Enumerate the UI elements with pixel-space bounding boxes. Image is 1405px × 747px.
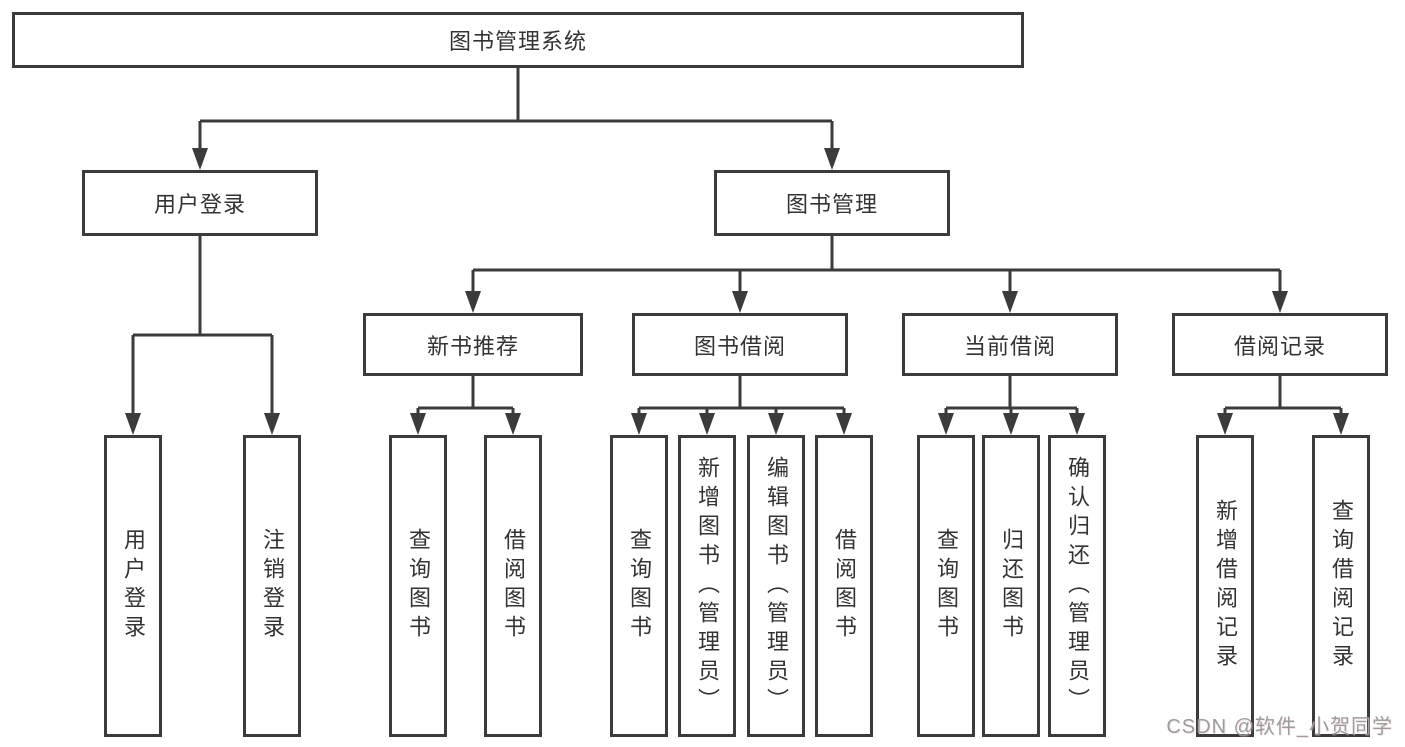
leaf-return-book: 归还图书 (982, 435, 1040, 737)
node-label: 当前借阅 (963, 333, 1056, 359)
leaf-add-book-admin: 新增图书（管理员） (678, 435, 736, 737)
node-current-borrowing: 当前借阅 (902, 313, 1118, 376)
arrowheads (125, 148, 1349, 435)
leaf-label: 查询图书 (934, 528, 959, 644)
leaf-query-books-borrowing: 查询图书 (610, 435, 668, 737)
leaf-borrow-books-recommend: 借阅图书 (484, 435, 542, 737)
leaf-query-books-current: 查询图书 (917, 435, 975, 737)
leaf-borrow-books: 借阅图书 (815, 435, 873, 737)
node-label: 新书推荐 (426, 333, 519, 359)
node-label: 图书管理系统 (448, 29, 587, 54)
node-library-management-system: 图书管理系统 (12, 12, 1024, 68)
leaf-label: 注销登录 (260, 528, 285, 644)
leaf-label: 新增借阅记录 (1213, 499, 1238, 673)
node-label: 借阅记录 (1233, 333, 1326, 359)
leaf-user-login: 用户登录 (104, 435, 162, 737)
node-user-login: 用户登录 (82, 170, 318, 236)
leaf-confirm-return-admin: 确认归还（管理员） (1048, 435, 1106, 737)
leaf-label: 归还图书 (999, 528, 1024, 644)
leaf-label: 查询图书 (406, 528, 431, 644)
leaf-edit-book-admin: 编辑图书（管理员） (747, 435, 805, 737)
leaf-label: 查询图书 (627, 528, 652, 644)
node-label: 图书管理 (785, 192, 878, 217)
leaf-add-borrow-record: 新增借阅记录 (1196, 435, 1254, 737)
node-label: 用户登录 (153, 192, 246, 217)
watermark: CSDN @软件_小贺同学 (1166, 716, 1393, 738)
leaf-label: 查询借阅记录 (1329, 499, 1354, 673)
node-new-book-recommendation: 新书推荐 (363, 313, 583, 376)
leaf-label: 确认归还（管理员） (1065, 455, 1090, 717)
leaf-query-borrow-record: 查询借阅记录 (1312, 435, 1370, 737)
node-book-management: 图书管理 (714, 170, 950, 236)
node-book-borrowing: 图书借阅 (632, 313, 848, 376)
leaf-label: 借阅图书 (501, 528, 526, 644)
node-label: 图书借阅 (693, 333, 786, 359)
leaf-label: 用户登录 (121, 528, 146, 644)
leaf-label: 新增图书（管理员） (695, 455, 720, 717)
node-borrowing-records: 借阅记录 (1172, 313, 1388, 376)
leaf-logout: 注销登录 (243, 435, 301, 737)
leaf-label: 编辑图书（管理员） (764, 455, 789, 717)
leaf-query-books-recommend: 查询图书 (389, 435, 447, 737)
leaf-label: 借阅图书 (832, 528, 857, 644)
